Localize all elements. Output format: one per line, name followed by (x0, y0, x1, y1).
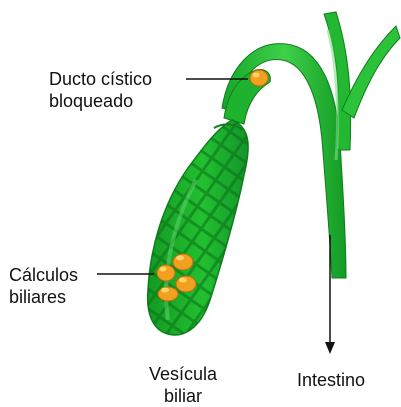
gallbladder-label: Vesícula biliar (149, 363, 217, 407)
blocking-stone (250, 70, 268, 86)
intestine-label: Intestino (297, 369, 365, 391)
hepatic-duct-right (342, 26, 400, 118)
gallstones-label: Cálculos biliares (9, 264, 78, 308)
cystic-duct-label: Ducto cístico bloqueado (49, 68, 152, 112)
